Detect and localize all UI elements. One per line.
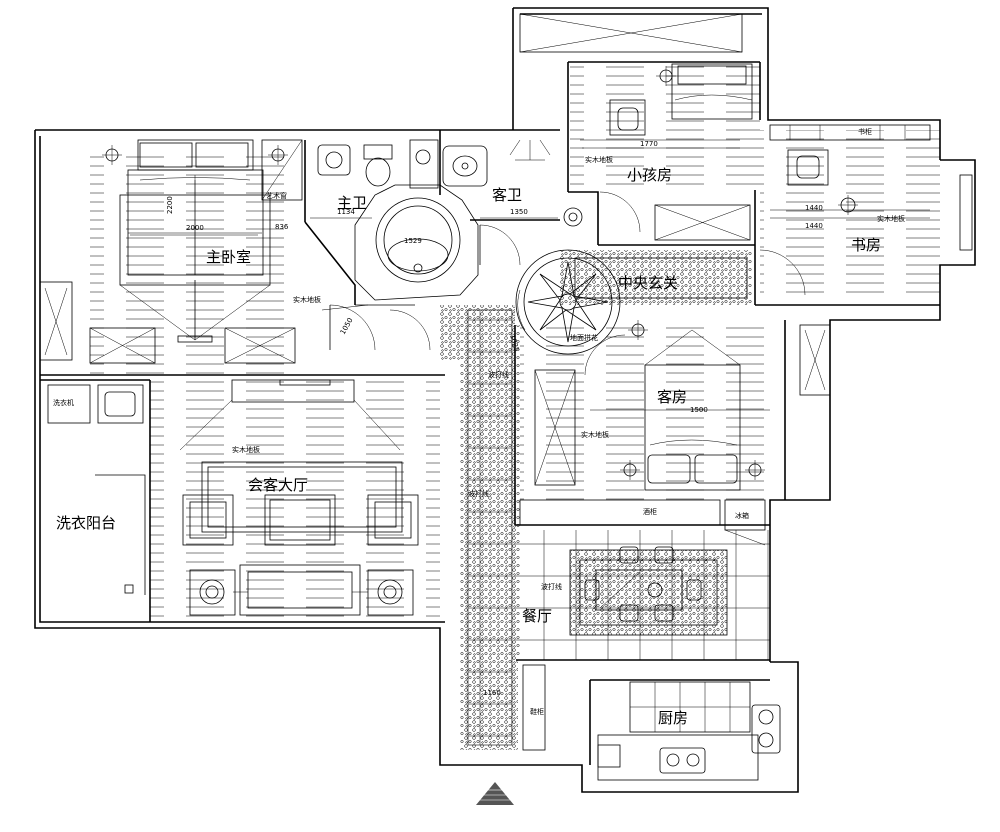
note-marble-line-3: 波打线 xyxy=(541,582,562,591)
room-label-central-foyer: 中央玄关 xyxy=(618,274,678,292)
room-label-living-room: 会客大厅 xyxy=(248,476,308,494)
note-wood-floor-study: 实木地板 xyxy=(877,214,905,223)
kitchen xyxy=(597,681,781,781)
room-label-master-bath: 主卫 xyxy=(337,194,367,212)
note-shoe-cabinet: 鞋柜 xyxy=(530,707,544,716)
dim-master-bath-width: 1134 xyxy=(337,208,355,216)
dim-kids-width: 1770 xyxy=(640,140,658,148)
dim-master-bed-width: 2000 xyxy=(186,224,204,232)
note-wood-floor-guest: 实木地板 xyxy=(581,430,609,439)
dim-study-width-a: 1440 xyxy=(805,204,823,212)
master-bath xyxy=(317,139,479,351)
laundry-balcony xyxy=(47,384,146,595)
note-marble-line-2: 波打线 xyxy=(468,489,489,498)
dim-diagonal-a: 1050 xyxy=(339,317,355,336)
room-label-guest-bath: 客卫 xyxy=(492,186,522,204)
dining xyxy=(569,546,728,636)
room-label-kitchen: 厨房 xyxy=(658,709,688,727)
master-bedroom xyxy=(39,139,305,375)
note-wood-floor-living: 实木地板 xyxy=(232,445,260,454)
dim-guest-room-width: 1500 xyxy=(690,406,708,414)
living-room xyxy=(150,379,440,620)
room-label-laundry-balcony: 洗衣阳台 xyxy=(56,514,116,532)
note-marble-line-1: 波打线 xyxy=(488,370,509,379)
room-label-dining: 餐厅 xyxy=(522,607,552,625)
note-bookcase: 书柜 xyxy=(858,127,872,136)
north-arrow-icon xyxy=(476,782,514,805)
room-label-study: 书房 xyxy=(851,236,881,254)
room-label-guest-room: 客房 xyxy=(657,388,687,406)
guest-room xyxy=(520,320,831,500)
note-art-window: 艺术窗 xyxy=(266,191,287,200)
note-wood-floor-master: 实木地板 xyxy=(293,295,321,304)
kids-room xyxy=(570,62,760,241)
dimension-lines xyxy=(128,147,930,411)
corridor xyxy=(440,305,770,751)
dim-guest-bath-width: 1350 xyxy=(510,208,528,216)
dim-master-bed-depth: 2200 xyxy=(166,196,174,214)
dim-corridor-width: 1160 xyxy=(483,689,501,697)
room-label-master-bedroom: 主卧室 xyxy=(206,248,251,266)
note-wood-floor-kids: 实木地板 xyxy=(585,155,613,164)
guest-bath xyxy=(442,139,583,266)
room-label-kids-room: 小孩房 xyxy=(627,166,672,184)
central-foyer xyxy=(515,249,752,355)
note-wine-cabinet: 酒柜 xyxy=(643,507,657,516)
dim-closet-width: 836 xyxy=(275,223,289,231)
note-washer: 洗衣机 xyxy=(53,398,74,407)
study xyxy=(759,124,940,300)
dim-tub-diameter: 1529 xyxy=(404,237,422,245)
note-floor-medallion: 地面拼花 xyxy=(570,333,598,342)
dim-study-width-b: 1440 xyxy=(805,222,823,230)
note-fridge: 冰箱 xyxy=(735,511,749,520)
